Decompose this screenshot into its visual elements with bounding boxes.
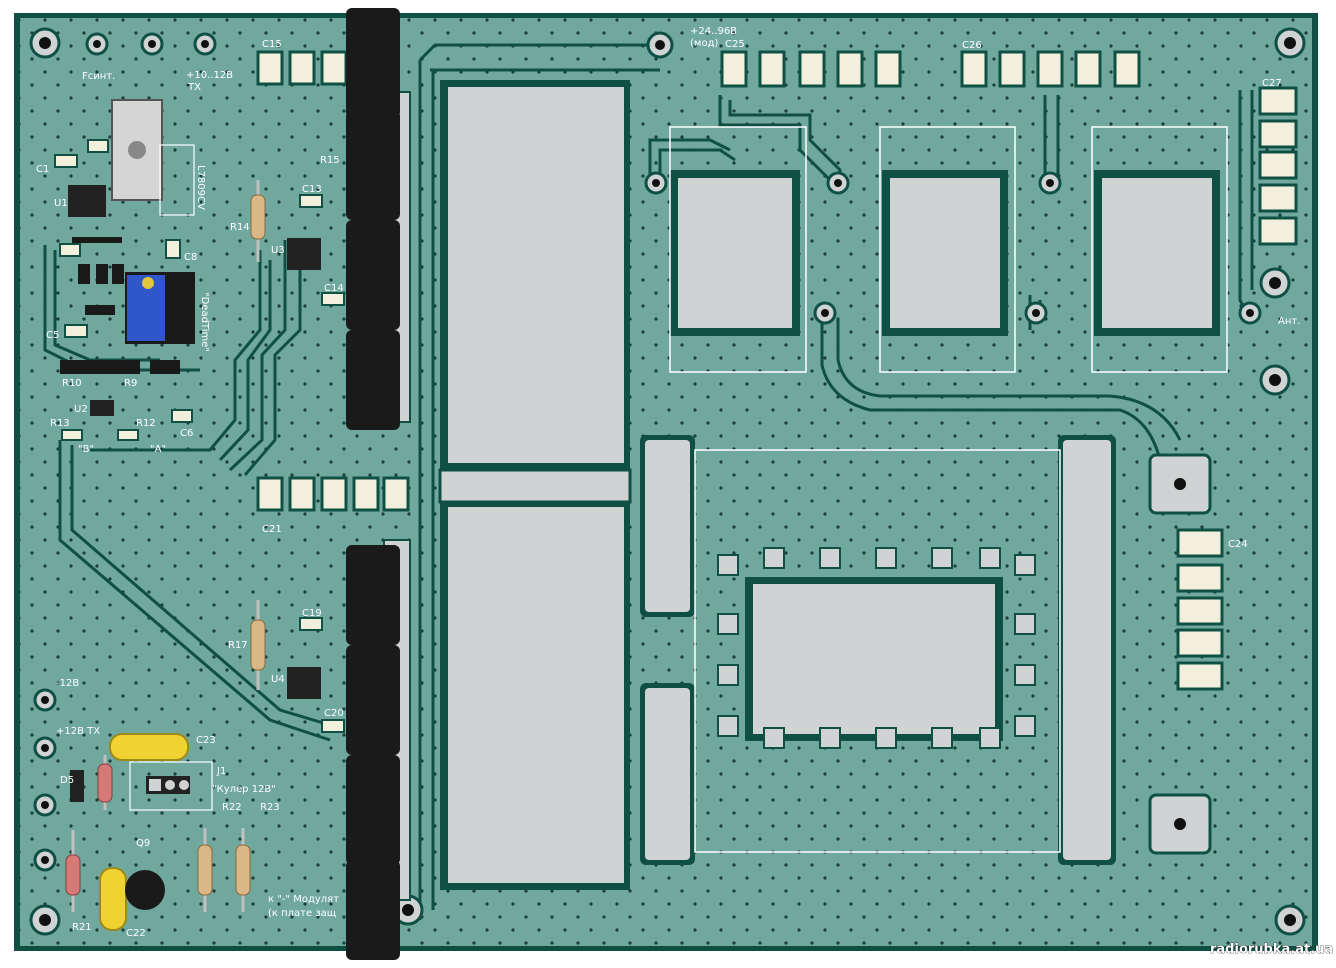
label-c21: C21: [262, 524, 282, 535]
label-c8: C8: [184, 252, 197, 263]
voltage-regulator: [111, 99, 195, 216]
label-r9: R9: [124, 378, 137, 389]
mosfet-transistors: [346, 8, 411, 960]
smd-capacitors: [256, 50, 1298, 691]
label-r14: R14: [230, 222, 250, 233]
label-u1: U1: [54, 198, 68, 209]
label-r10: R10: [62, 378, 82, 389]
label-r12: R12: [136, 418, 156, 429]
label-regulator: L7809CV: [195, 165, 206, 210]
label-d5: D5: [60, 775, 74, 786]
label-note2: (к плате защ: [268, 908, 336, 919]
trimmer-potentiometer: [125, 272, 195, 344]
label-v10: +10..12В: [186, 70, 233, 81]
label-b: "B": [78, 444, 94, 455]
label-r13: R13: [50, 418, 70, 429]
label-c6: C6: [180, 428, 193, 439]
label-r21: R21: [72, 922, 92, 933]
transformer-pads: [717, 547, 1036, 749]
label-c25: C25: [725, 39, 745, 50]
label-r22: R22: [222, 802, 242, 813]
label-deadtime: "DeadTime": [199, 292, 210, 352]
label-c19: C19: [302, 608, 322, 619]
watermark: radiorubka.at.ua: [1210, 942, 1333, 957]
label-c5: C5: [46, 330, 59, 341]
mounting-holes: [29, 27, 1306, 936]
label-c15: C15: [262, 39, 282, 50]
label-u2: U2: [74, 404, 88, 415]
copper-areas: [438, 80, 1228, 890]
label-c22: C22: [126, 928, 146, 939]
label-c13: C13: [302, 184, 322, 195]
so8-ics: [68, 185, 321, 699]
label-mod: (мод): [690, 38, 718, 49]
label-r15: R15: [320, 155, 340, 166]
axial-resistors: [65, 180, 266, 912]
label-c26: C26: [962, 40, 982, 51]
small-smd-parts: [54, 139, 345, 733]
label-fsint: Fсинт.: [82, 71, 115, 82]
label-plus12: +12В TX: [56, 726, 100, 737]
label-minus12: -12В: [56, 678, 79, 689]
label-tx1: TX: [187, 82, 201, 93]
label-c14: C14: [324, 283, 344, 294]
label-c1: C1: [36, 164, 49, 175]
label-c24: C24: [1228, 539, 1248, 550]
power-traces: [43, 43, 1254, 920]
label-u4: U4: [271, 674, 285, 685]
label-c23: C23: [196, 735, 216, 746]
header-pads: [33, 31, 1262, 872]
label-c20: C20: [324, 708, 344, 719]
through-hole-parts: [70, 733, 213, 931]
smd-resistors: [60, 237, 180, 374]
label-c27: C27: [1262, 78, 1282, 89]
label-u3: U3: [271, 245, 285, 256]
label-j1: J1: [216, 766, 226, 777]
label-a: "A": [150, 444, 166, 455]
label-q9: Q9: [136, 838, 150, 849]
label-r23: R23: [260, 802, 280, 813]
label-ant: Ант.: [1278, 316, 1300, 327]
label-r17: R17: [228, 640, 248, 651]
label-cooler: "Кулер 12В": [212, 784, 276, 795]
label-note1: к "-" Модулят: [268, 894, 339, 905]
label-v24: +24..96В: [690, 26, 737, 37]
silkscreen-labels: Fсинт. +10..12В TX +24..96В (мод) C15 C2…: [36, 26, 1300, 939]
